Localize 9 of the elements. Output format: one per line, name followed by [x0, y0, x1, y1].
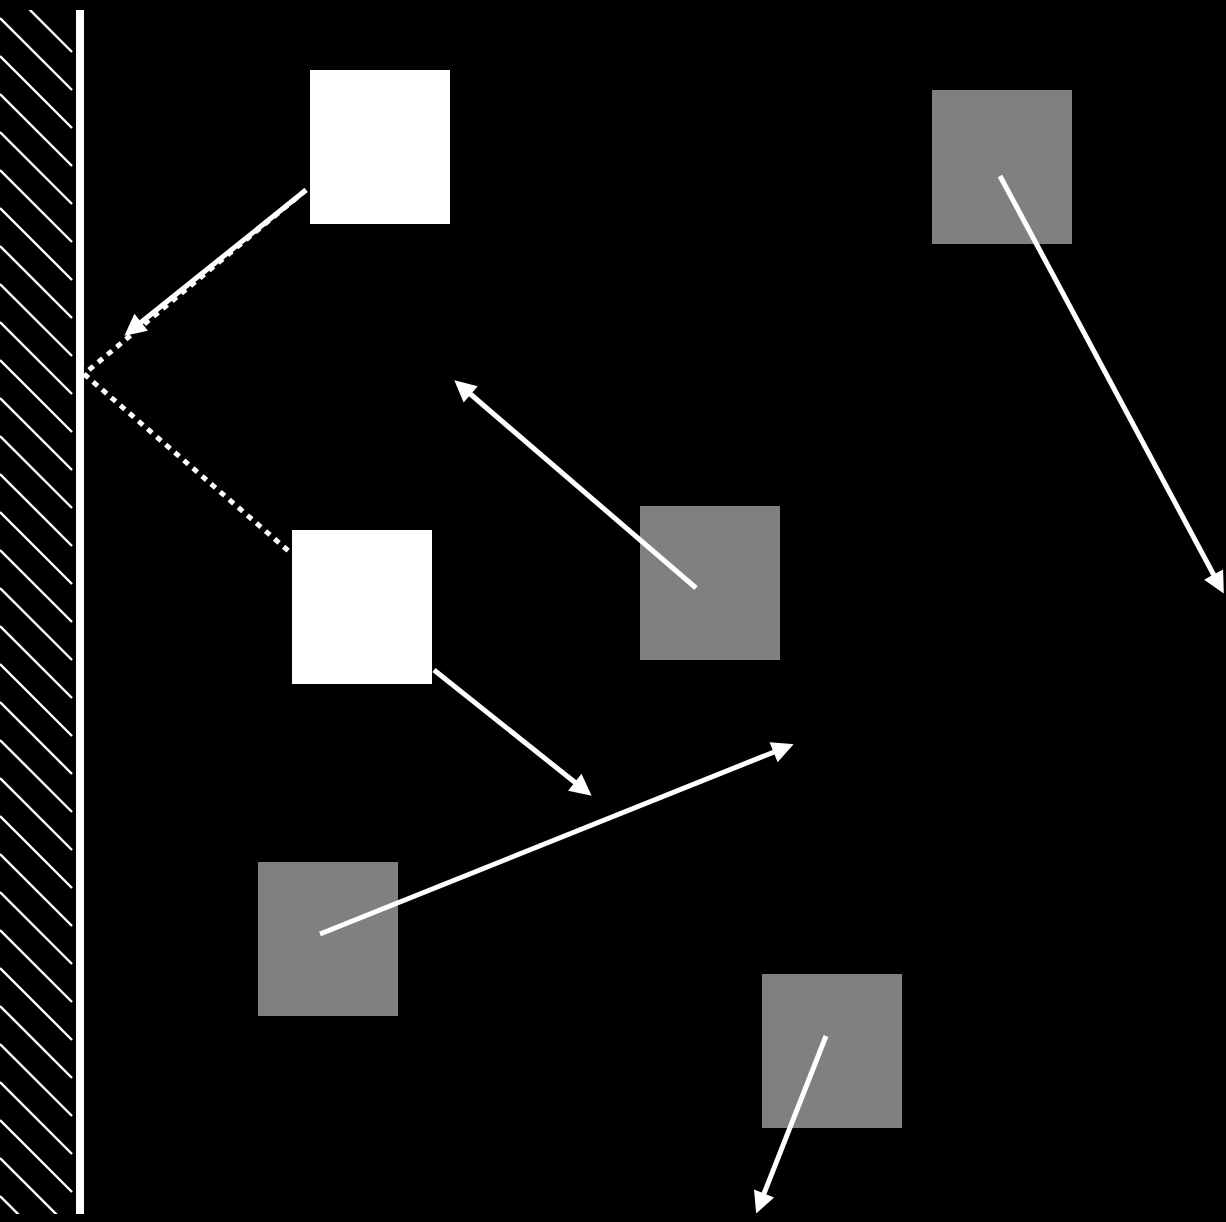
square: [762, 974, 902, 1128]
square: [932, 90, 1072, 244]
square: [310, 70, 450, 224]
dashed-line: [82, 188, 308, 376]
dashed-line: [82, 372, 294, 556]
square: [258, 862, 398, 1016]
hatched-wall: [0, 10, 84, 1214]
square: [292, 530, 432, 684]
square: [640, 506, 780, 660]
